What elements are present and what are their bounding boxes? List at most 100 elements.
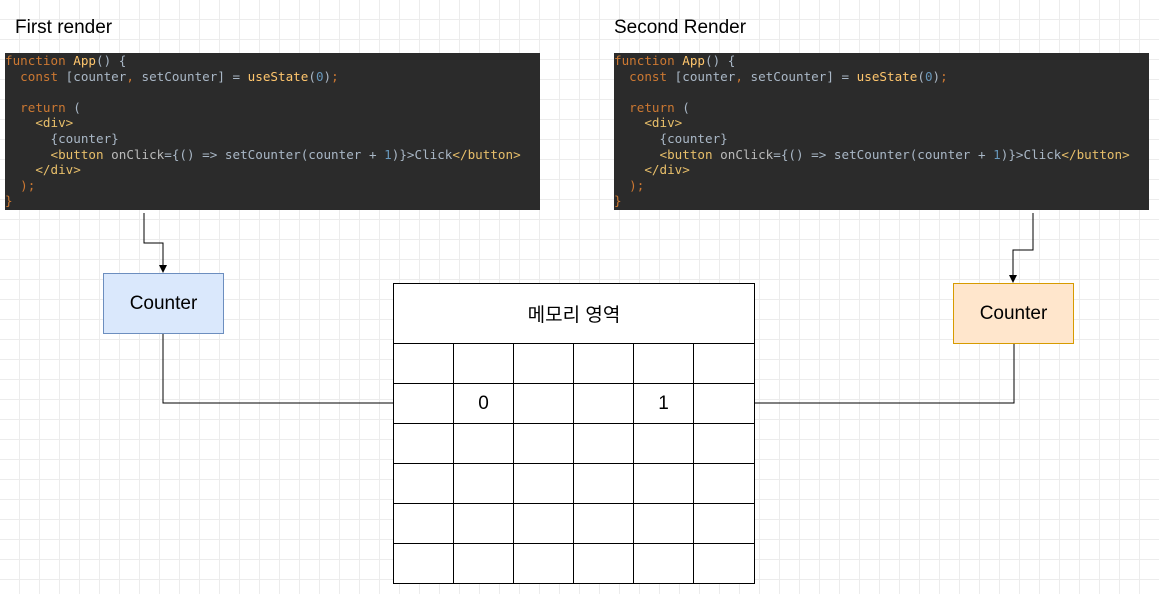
code-token: , bbox=[735, 68, 751, 84]
code-token: } bbox=[614, 193, 622, 209]
code-token: )}>Click bbox=[1000, 146, 1062, 162]
code-token bbox=[614, 147, 660, 162]
code-line: const [counter, setCounter] = useState(0… bbox=[614, 69, 1149, 85]
code-token bbox=[5, 115, 35, 130]
memory-cell bbox=[393, 463, 454, 504]
code-token: <div> bbox=[644, 115, 683, 131]
code-token bbox=[5, 147, 51, 162]
code-line: function App() { bbox=[614, 53, 1149, 69]
code-token: ( bbox=[308, 68, 316, 84]
code-token: <div> bbox=[35, 115, 74, 131]
memory-cell bbox=[633, 343, 694, 384]
memory-cell bbox=[573, 343, 634, 384]
memory-cell bbox=[692, 463, 756, 504]
code-token: () { bbox=[96, 53, 127, 68]
memory-cell bbox=[393, 383, 454, 424]
code-line: function App() { bbox=[5, 53, 540, 69]
memory-cell bbox=[453, 423, 514, 464]
memory-cell bbox=[453, 543, 514, 584]
code-token: onClick bbox=[111, 146, 165, 162]
code-token: App bbox=[73, 53, 96, 68]
memory-cell bbox=[393, 343, 454, 384]
code-line: <button onClick={() => setCounter(counte… bbox=[614, 147, 1149, 163]
memory-cell bbox=[453, 343, 514, 384]
first-code-to-counter-connector bbox=[143, 213, 167, 273]
code-token: </div> bbox=[35, 162, 81, 178]
first-render-title: First render bbox=[15, 17, 113, 38]
first-render-code-block: function App() { const [counter, setCoun… bbox=[5, 53, 540, 210]
first-render-counter-box: Counter bbox=[103, 273, 224, 334]
code-token: [counter bbox=[65, 68, 127, 84]
memory-cell bbox=[513, 543, 574, 584]
code-token: onClick bbox=[720, 146, 774, 162]
code-line: {counter} bbox=[614, 131, 1149, 147]
code-line bbox=[614, 84, 1149, 100]
code-line: <button onClick={() => setCounter(counte… bbox=[5, 147, 540, 163]
code-token: App bbox=[682, 53, 705, 68]
code-line: } bbox=[5, 193, 540, 209]
code-token: ={() => setCounter(counter + bbox=[164, 146, 385, 162]
code-token: {counter} bbox=[659, 130, 728, 146]
memory-cell-second-value: 1 bbox=[633, 383, 694, 424]
code-token: <button bbox=[50, 146, 112, 162]
memory-area-table: 메모리 영역 0 1 bbox=[392, 283, 756, 584]
code-token: ; bbox=[940, 68, 948, 84]
code-token: ; bbox=[331, 68, 339, 84]
code-token: () { bbox=[705, 53, 736, 68]
code-token: ) bbox=[323, 68, 332, 84]
memory-cell bbox=[393, 503, 454, 544]
code-token: } bbox=[5, 193, 13, 209]
memory-area-title: 메모리 영역 bbox=[392, 283, 756, 344]
code-token: return bbox=[629, 99, 683, 115]
code-token: </div> bbox=[644, 162, 690, 178]
code-line bbox=[5, 84, 540, 100]
code-line: const [counter, setCounter] = useState(0… bbox=[5, 69, 540, 85]
code-token: 0 bbox=[315, 68, 324, 84]
memory-cell bbox=[692, 503, 756, 544]
memory-cell bbox=[573, 543, 634, 584]
code-token: ( bbox=[917, 68, 925, 84]
code-token bbox=[5, 162, 35, 177]
code-token bbox=[614, 115, 644, 130]
code-token: ) bbox=[932, 68, 941, 84]
second-render-title: Second Render bbox=[614, 17, 747, 38]
memory-cell bbox=[633, 543, 694, 584]
code-token: useState bbox=[856, 68, 918, 84]
memory-cell bbox=[573, 423, 634, 464]
memory-cell bbox=[692, 383, 756, 424]
memory-cell bbox=[633, 503, 694, 544]
code-token: )}>Click bbox=[391, 146, 453, 162]
code-token: <button bbox=[659, 146, 721, 162]
memory-cell bbox=[513, 343, 574, 384]
memory-cell bbox=[573, 503, 634, 544]
code-token bbox=[614, 131, 660, 146]
second-render-counter-box: Counter bbox=[953, 283, 1074, 344]
code-token: ={() => setCounter(counter + bbox=[773, 146, 994, 162]
code-token: const bbox=[629, 68, 675, 84]
code-token: setCounter] = bbox=[141, 68, 248, 84]
code-line: ); bbox=[5, 178, 540, 194]
code-token bbox=[614, 100, 629, 115]
code-token bbox=[614, 69, 629, 84]
code-token: setCounter] = bbox=[750, 68, 857, 84]
code-token: {counter} bbox=[50, 130, 119, 146]
code-token: ); bbox=[5, 177, 36, 193]
code-token: ( bbox=[73, 99, 81, 115]
memory-cell bbox=[393, 543, 454, 584]
code-token: 0 bbox=[924, 68, 933, 84]
memory-cell bbox=[393, 423, 454, 464]
memory-cell bbox=[573, 463, 634, 504]
memory-cell bbox=[573, 383, 634, 424]
memory-cell bbox=[513, 423, 574, 464]
code-token: , bbox=[126, 68, 142, 84]
code-token bbox=[5, 100, 20, 115]
memory-cell bbox=[633, 463, 694, 504]
code-token: ( bbox=[682, 99, 690, 115]
memory-cell bbox=[692, 423, 756, 464]
code-token: [counter bbox=[674, 68, 736, 84]
second-render-code-block: function App() { const [counter, setCoun… bbox=[614, 53, 1149, 210]
memory-cell-first-value: 0 bbox=[453, 383, 514, 424]
code-line: </div> bbox=[614, 162, 1149, 178]
second-render-counter-label: Counter bbox=[979, 302, 1048, 324]
code-token: </button> bbox=[452, 146, 521, 162]
